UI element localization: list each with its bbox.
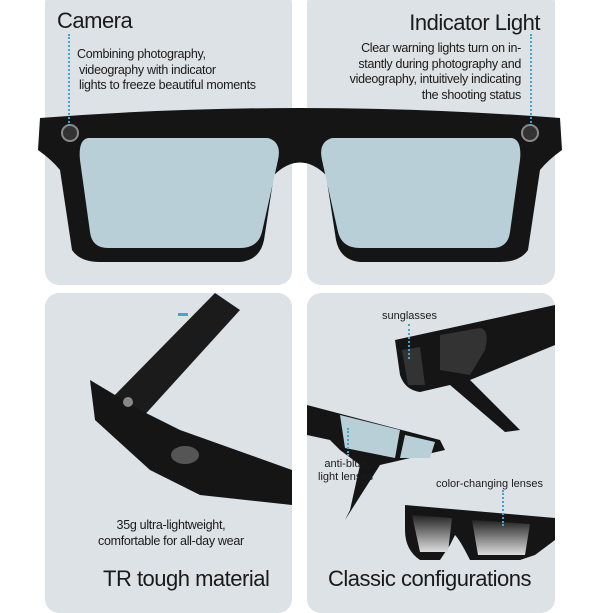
camera-description: Combining photography, videography with … <box>77 47 256 94</box>
description-line: videography with indicator <box>79 62 216 77</box>
anti-blue-pointer-line <box>347 428 349 456</box>
description-line: Combining photography, <box>77 47 206 61</box>
folded-temple-image <box>90 293 292 505</box>
material-caption: 35g ultra-lightweight, comfortable for a… <box>98 518 244 549</box>
main-glasses-image <box>38 108 562 262</box>
description-line: the shooting status <box>421 87 522 102</box>
camera-lens-icon <box>123 397 133 407</box>
sunglasses-pointer-line <box>408 324 410 359</box>
description-line: stantly during photography and <box>358 56 521 71</box>
indicator-light-title: Indicator Light <box>409 10 540 35</box>
caption-line: comfortable for all-day wear <box>98 533 244 548</box>
description-line: lights to freeze beautiful moments <box>79 78 256 92</box>
description-line: Clear warning lights turn on in- <box>361 41 521 55</box>
camera-lens-icon <box>61 124 79 142</box>
indicator-light-description: Clear warning lights turn on in- stantly… <box>349 41 522 103</box>
color-changing-label: color-changing lenses <box>436 478 544 490</box>
anti-blue-glasses-image <box>307 405 445 520</box>
sunglasses-label: sunglasses <box>382 310 438 322</box>
material-title: TR tough material <box>103 566 270 591</box>
indicator-pointer-line <box>530 34 532 126</box>
configurations-image <box>307 305 555 560</box>
label-line: anti-blue <box>324 458 367 470</box>
configurations-title: Classic configurations <box>328 566 531 591</box>
caption-line: 35g ultra-lightweight, <box>116 518 226 532</box>
label-line: light lenses <box>318 471 374 483</box>
left-lens <box>79 138 279 248</box>
color-changing-glasses-image <box>405 505 555 560</box>
color-changing-pointer-line <box>502 490 504 526</box>
camera-pointer-line <box>68 34 70 126</box>
anti-blue-label: anti-blue light lenses <box>318 458 373 484</box>
description-line: videography, intuitively indicating <box>349 72 522 86</box>
sunglasses-image <box>395 305 555 432</box>
right-lens <box>321 138 521 248</box>
camera-title: Camera <box>57 8 133 33</box>
